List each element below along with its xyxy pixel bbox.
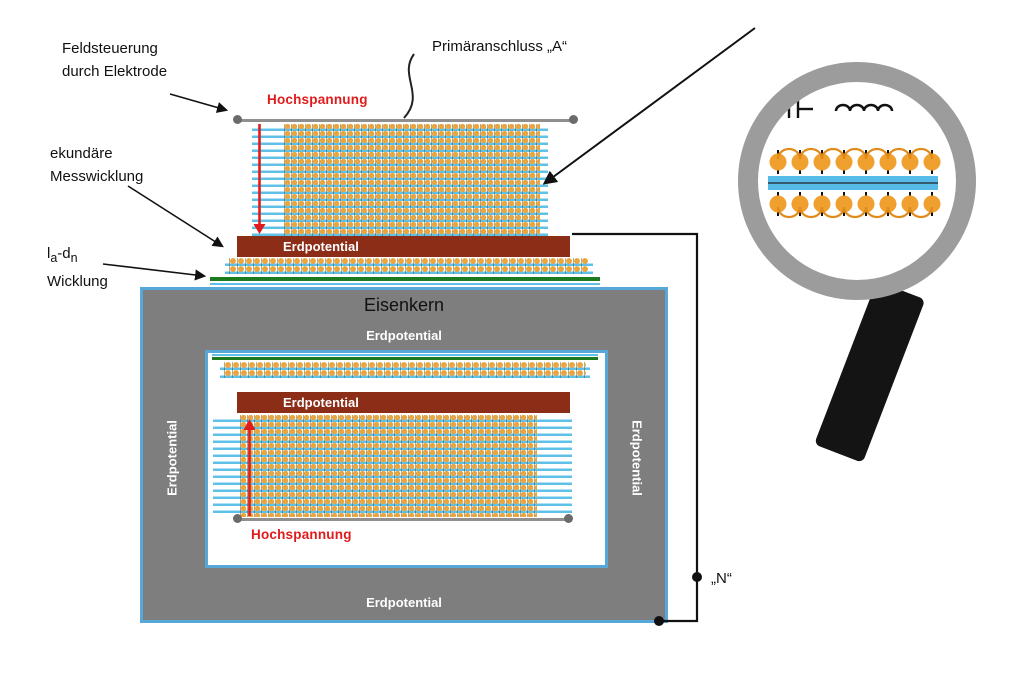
primary-winding-inner-foil xyxy=(213,415,572,517)
erdpotential-bar-top-label: Erdpotential xyxy=(283,239,359,254)
label-primaeranschluss: Primäranschluss „A“ xyxy=(432,38,568,55)
secondary-winding-top-turns xyxy=(229,258,589,274)
n-terminal-node xyxy=(692,572,702,582)
foil-line-top xyxy=(210,283,600,285)
label-hochspannung-bottom: Hochspannung xyxy=(251,527,352,542)
foil-line-inner xyxy=(212,354,598,356)
electrode-node-top-left xyxy=(233,115,242,124)
label-feldsteuerung-line1: Feldsteuerung xyxy=(62,40,158,57)
label-n-terminal: „N“ xyxy=(711,570,732,587)
arrow-da-dn xyxy=(102,263,207,281)
field-electrode-top xyxy=(240,119,573,122)
label-hochspannung-top: Hochspannung xyxy=(267,92,368,107)
label-sekundaer-line1: ekundäre xyxy=(50,145,113,162)
label-eisenkern: Eisenkern xyxy=(363,295,445,315)
erdpotential-bar-inner-label: Erdpotential xyxy=(283,395,359,410)
label-sekundaere-messwicklung: ekundäre Messwicklung xyxy=(50,143,143,188)
label-da-dn-wicklung: la-dn Wicklung xyxy=(47,241,108,295)
magnified-winding-turns xyxy=(769,153,941,213)
primary-winding-inner-turns xyxy=(240,415,537,517)
field-arc-arrows xyxy=(776,147,934,219)
secondary-winding-inner-foil xyxy=(220,362,590,378)
label-dadn-line2: Wicklung xyxy=(47,273,108,291)
primary-winding-top-foil xyxy=(252,124,548,236)
label-sekundaer-line2: Messwicklung xyxy=(50,167,144,185)
erdpotential-bar-top: Erdpotential xyxy=(237,236,570,257)
label-erdpotential-core-bottom: Erdpotential xyxy=(366,595,442,610)
primary-winding-top-turns xyxy=(284,124,540,236)
secondary-winding-inner-turns xyxy=(224,362,586,378)
magnifier-inset xyxy=(738,62,976,462)
label-feldsteuerung-line2: durch Elektrode xyxy=(62,62,168,80)
primary-lead-wire xyxy=(403,53,415,119)
field-electrode-bottom xyxy=(240,518,570,521)
label-erdpotential-core-top: Erdpotential xyxy=(366,328,442,343)
da-dn-winding-top xyxy=(210,277,600,281)
electrode-node-bottom-left xyxy=(233,514,242,523)
label-erdpotential-core-left: Erdpotential xyxy=(164,420,180,496)
erdpotential-bar-inner: Erdpotential xyxy=(237,392,570,413)
secondary-winding-top-foil xyxy=(225,258,593,274)
inductor-symbol-icon xyxy=(834,103,894,112)
label-dadn-line1: la-dn xyxy=(47,245,78,265)
label-feldsteuerung: Feldsteuerung durch Elektrode xyxy=(62,38,167,83)
label-erdpotential-core-right: Erdpotential xyxy=(629,420,645,496)
da-dn-winding-inner xyxy=(212,357,598,360)
electrode-node-top-right xyxy=(569,115,578,124)
arrow-sekundaer xyxy=(127,185,224,248)
magnifier-handle xyxy=(815,282,924,462)
electrode-node-bottom-right xyxy=(564,514,573,523)
arrow-feldsteuerung xyxy=(169,93,229,113)
